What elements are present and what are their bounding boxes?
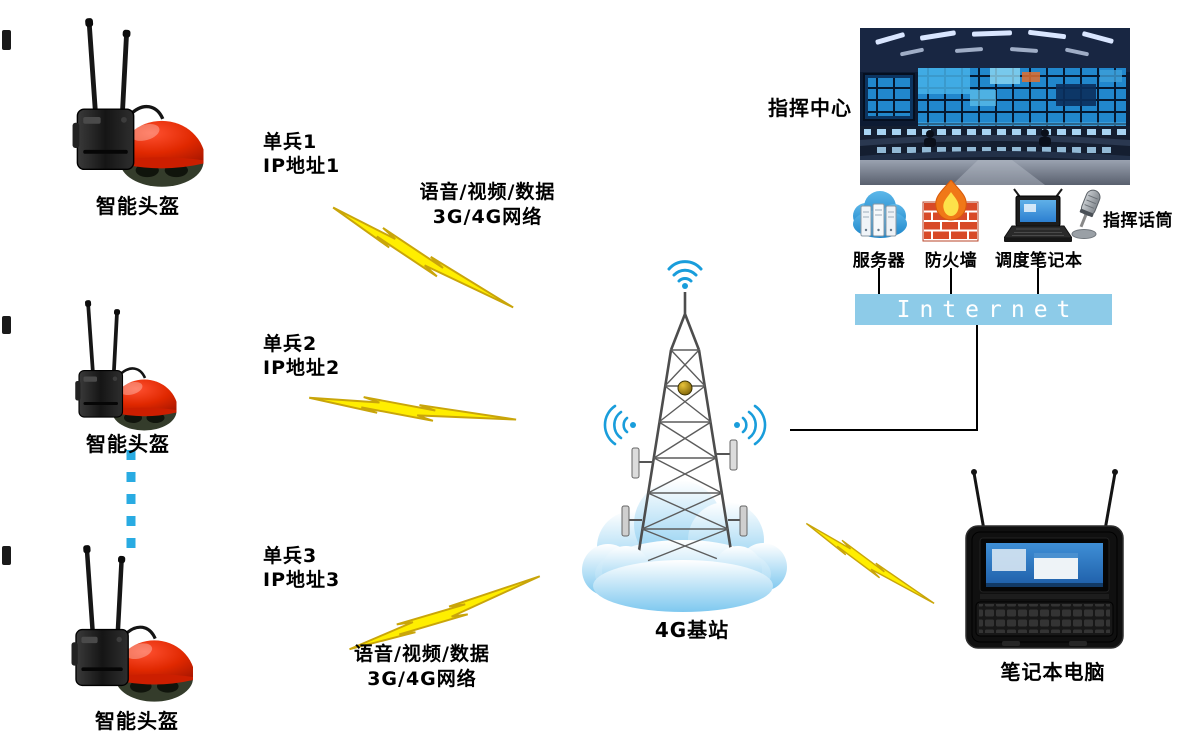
cable: [128, 104, 165, 120]
laptop-antennas-icon: [972, 472, 1117, 531]
cropped-antenna-stubs: [2, 30, 11, 565]
dispatch-laptop-icon: [1004, 188, 1072, 242]
ceiling-lights: [875, 29, 1114, 57]
field-laptop: [965, 469, 1124, 649]
wireless-note-top: 语音/视频/数据 3G/4G网络: [400, 180, 575, 230]
floor-aisle: [952, 160, 1045, 185]
note-line1: 语音/视频/数据: [354, 643, 490, 665]
microphone-label: 指挥话筒: [1103, 211, 1173, 231]
lightning-bolt-1: [332, 206, 514, 309]
helmet-antennas-icon: [85, 18, 131, 112]
video-wall: [918, 68, 1126, 126]
cloud-front: [593, 546, 773, 612]
tower-ball: [677, 380, 693, 396]
helmet-node-3: [58, 545, 208, 724]
helmet-icon: [106, 379, 183, 431]
side-screen: [863, 73, 915, 121]
base-station-label: 4G基站: [654, 618, 730, 642]
antenna-panels: [621, 439, 748, 537]
wifi-dot: [682, 283, 688, 289]
command-center-label: 指挥中心: [768, 96, 852, 120]
firewall-label: 防火墙: [924, 251, 978, 271]
lightning-bolt-2: [309, 396, 517, 422]
lightning-bolt-4: [805, 522, 935, 604]
unit-name-2: 单兵2: [263, 333, 318, 355]
helmet-antennas-icon: [85, 300, 121, 373]
helmet-node-2: [64, 300, 214, 479]
wireless-note-bottom: 语音/视频/数据 3G/4G网络: [337, 642, 507, 692]
server-racks: [860, 203, 897, 237]
radio-device-icon: [72, 108, 135, 171]
internet-bar: Internet: [855, 294, 1112, 325]
helmet-label-1: 智能头盔: [96, 194, 180, 218]
microphone-icon: [1071, 189, 1101, 239]
lightning-bolts: [309, 206, 935, 651]
base-station-4g: [582, 260, 787, 612]
unit-name-3: 单兵3: [263, 545, 318, 567]
unit-ip-3: IP地址3: [263, 569, 341, 591]
internet-label: Internet: [896, 296, 1080, 323]
helmet-label-3: 智能头盔: [95, 709, 179, 733]
unit-ip-2: IP地址2: [263, 357, 341, 379]
lightning-bolt-3: [349, 575, 541, 651]
smart-helmet-device: [58, 545, 201, 706]
note-line2: 3G/4G网络: [367, 668, 477, 690]
flame-icon: [935, 180, 967, 221]
note-line2: 3G/4G网络: [432, 206, 543, 228]
unit-label-3: 单兵3 IP地址3: [263, 544, 340, 592]
unit-label-1: 单兵1 IP地址1: [263, 130, 340, 178]
floor: [860, 160, 1130, 185]
note-line1: 语音/视频/数据: [419, 181, 556, 203]
operator-desks: [860, 126, 1130, 162]
helmet-icon: [108, 640, 201, 702]
radio-device-icon: [75, 369, 124, 418]
internet-connection-lines: [790, 268, 1039, 431]
server-cloud-icon: [853, 191, 907, 238]
wifi-signal-left-icon: [603, 404, 629, 446]
dispatch-laptop-label: 调度笔记本: [995, 251, 1083, 271]
helmet-antennas-icon: [83, 545, 126, 632]
helmet-node-1: [58, 18, 212, 197]
firewall-icon: [922, 180, 979, 242]
command-center-photo: [860, 28, 1130, 185]
wifi-dot: [734, 422, 740, 428]
server-label: 服务器: [852, 251, 906, 271]
cable: [118, 367, 147, 379]
unit-name-1: 单兵1: [263, 131, 318, 153]
wifi-signal-top-icon: [667, 260, 703, 283]
unit-ip-1: IP地址1: [263, 155, 341, 177]
laptop-hinge: [980, 594, 1109, 599]
cable: [123, 625, 157, 640]
unit-label-2: 单兵2 IP地址2: [263, 332, 340, 380]
wifi-signal-right-icon: [741, 404, 767, 446]
smart-helmet-device: [64, 300, 183, 434]
radio-device-icon: [71, 628, 129, 687]
smart-helmet-device: [58, 18, 212, 192]
operator-silhouettes: [924, 129, 1051, 147]
wifi-dot: [630, 422, 636, 428]
field-laptop-label: 笔记本电脑: [1000, 660, 1106, 684]
helmet-icon: [112, 120, 212, 187]
helmet-label-2: 智能头盔: [86, 432, 170, 456]
